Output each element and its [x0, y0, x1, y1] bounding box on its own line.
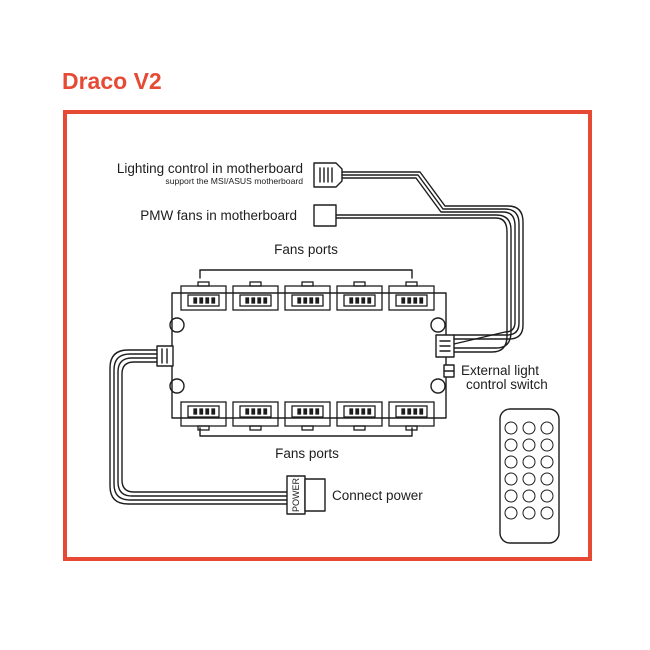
fan-port-top-1	[180, 281, 227, 311]
remote-button-2	[522, 421, 536, 435]
remote-button-8	[522, 455, 536, 469]
label-external-light: External light	[461, 363, 539, 378]
fan-port-top-3	[284, 281, 331, 311]
fan-port-bottom-3	[284, 401, 331, 431]
fan-port-bottom-5	[388, 401, 435, 431]
bracket-bottom	[199, 427, 413, 437]
remote-button-5	[522, 438, 536, 452]
remote-button-3	[540, 421, 554, 435]
lighting-plug	[313, 162, 343, 188]
remote-button-10	[504, 472, 518, 486]
label-fans-ports-bottom: Fans ports	[275, 446, 339, 461]
hub-board	[171, 292, 447, 419]
cable-left	[109, 349, 289, 505]
cable-right	[335, 171, 524, 353]
remote-buttons	[504, 421, 554, 520]
fan-port-bottom-1	[180, 401, 227, 431]
label-connect-power: Connect power	[332, 488, 423, 503]
label-fans-ports-top: Fans ports	[274, 242, 338, 257]
fan-ports-bottom	[180, 401, 435, 431]
remote-button-13	[504, 489, 518, 503]
mount-hole-bottom-left	[169, 378, 185, 394]
remote-button-17	[522, 506, 536, 520]
diagram-frame	[63, 110, 592, 561]
fan-port-top-4	[336, 281, 383, 311]
fan-port-top-2	[232, 281, 279, 311]
remote-button-14	[522, 489, 536, 503]
remote-button-12	[540, 472, 554, 486]
mount-hole-top-left	[169, 317, 185, 333]
remote-button-1	[504, 421, 518, 435]
mount-hole-bottom-right	[430, 378, 446, 394]
fan-ports-top	[180, 281, 435, 311]
remote-button-9	[540, 455, 554, 469]
pmw-plug	[313, 204, 337, 227]
remote-button-6	[540, 438, 554, 452]
label-lighting-support: support the MSI/ASUS motherboard	[165, 176, 303, 186]
remote-button-18	[540, 506, 554, 520]
remote-button-11	[522, 472, 536, 486]
remote-button-7	[504, 455, 518, 469]
label-pmw-fans: PMW fans in motherboard	[140, 208, 297, 223]
power-plug-body	[304, 478, 326, 512]
remote-button-16	[504, 506, 518, 520]
hub-left-connector	[156, 345, 174, 367]
fan-port-bottom-4	[336, 401, 383, 431]
fan-port-top-5	[388, 281, 435, 311]
power-plug-text: POWER	[291, 478, 301, 513]
label-lighting-control: Lighting control in motherboard	[117, 161, 303, 176]
remote-control	[499, 408, 560, 544]
mount-hole-top-right	[430, 317, 446, 333]
remote-button-4	[504, 438, 518, 452]
label-control-switch: control switch	[466, 377, 548, 392]
bracket-top	[199, 269, 413, 279]
remote-button-15	[540, 489, 554, 503]
page-title: Draco V2	[62, 68, 162, 94]
fan-port-bottom-2	[232, 401, 279, 431]
